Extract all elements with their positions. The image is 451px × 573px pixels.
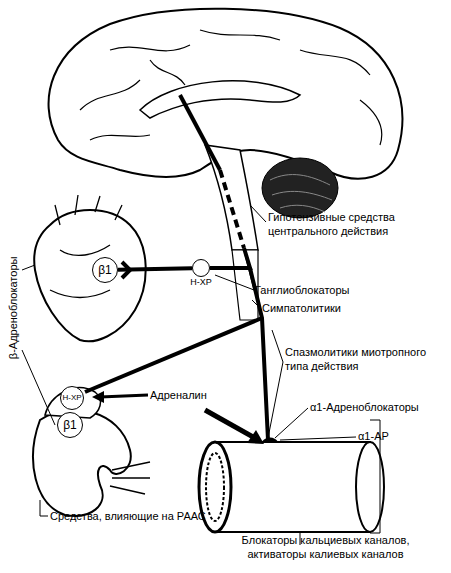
- receptor-label: β1: [63, 419, 77, 431]
- synapse-fork: [122, 262, 130, 278]
- receptor-label: β1: [98, 264, 112, 276]
- drug-label: Адреналин: [150, 389, 207, 403]
- heart-vessels: [50, 195, 122, 298]
- leader-line: [215, 255, 254, 290]
- receptor-label: Н-ХР: [62, 394, 81, 402]
- receptor-circle: β1: [92, 257, 118, 283]
- kidney: [33, 410, 131, 516]
- drug-label: Средства, влияющие на РААС: [50, 510, 206, 524]
- leader-line: [280, 437, 356, 440]
- cerebellum-folia: [270, 175, 332, 212]
- central-pathway-dashed: [220, 170, 244, 248]
- adrenaline-to-vessel: [205, 410, 255, 438]
- receptor-label: Н-ХР: [190, 278, 212, 287]
- drug-label: Гипотензивные средства центрального дейс…: [268, 211, 428, 239]
- heart: [34, 210, 145, 341]
- bracket: [40, 500, 48, 516]
- receptor-circle: β1: [57, 412, 83, 438]
- leader-line: [22, 265, 55, 425]
- drug-label: α1-Адреноблокаторы: [310, 401, 419, 415]
- drug-label: Ганглиоблокаторы: [255, 284, 349, 298]
- cerebellum: [262, 158, 338, 218]
- arrow-head: [247, 430, 264, 444]
- adrenal-fiber: [85, 318, 262, 392]
- leader-line: [275, 408, 308, 438]
- preganglionic-fiber: [210, 248, 250, 268]
- drug-label: β-Адреноблокаторы: [7, 257, 21, 360]
- drug-label: α1-АР: [358, 430, 389, 444]
- leader-line: [268, 330, 283, 438]
- vessel-lumen: [206, 453, 224, 521]
- drug-label: Блокаторы кальциевых каналов, активаторы…: [228, 534, 423, 562]
- receptor-circle: Н-ХР: [60, 386, 84, 410]
- arrow-head: [92, 391, 104, 403]
- central-pathway: [180, 95, 220, 170]
- receptor-circle: Н-ХР: [192, 259, 210, 277]
- corpus-callosum: [140, 81, 300, 118]
- nerve-fiber: [118, 268, 192, 270]
- leader-line: [250, 205, 266, 222]
- drug-label: Спазмолитики миотропного типа действия: [285, 346, 435, 374]
- adrenaline-arrow: [100, 395, 148, 397]
- vessel-receptor: [262, 438, 278, 443]
- drug-label: Симпатолитики: [262, 302, 341, 316]
- vessel-body: [215, 442, 370, 532]
- brain-gyri: [80, 30, 382, 145]
- renal-vessels: [110, 462, 150, 494]
- leader-line: [252, 300, 260, 308]
